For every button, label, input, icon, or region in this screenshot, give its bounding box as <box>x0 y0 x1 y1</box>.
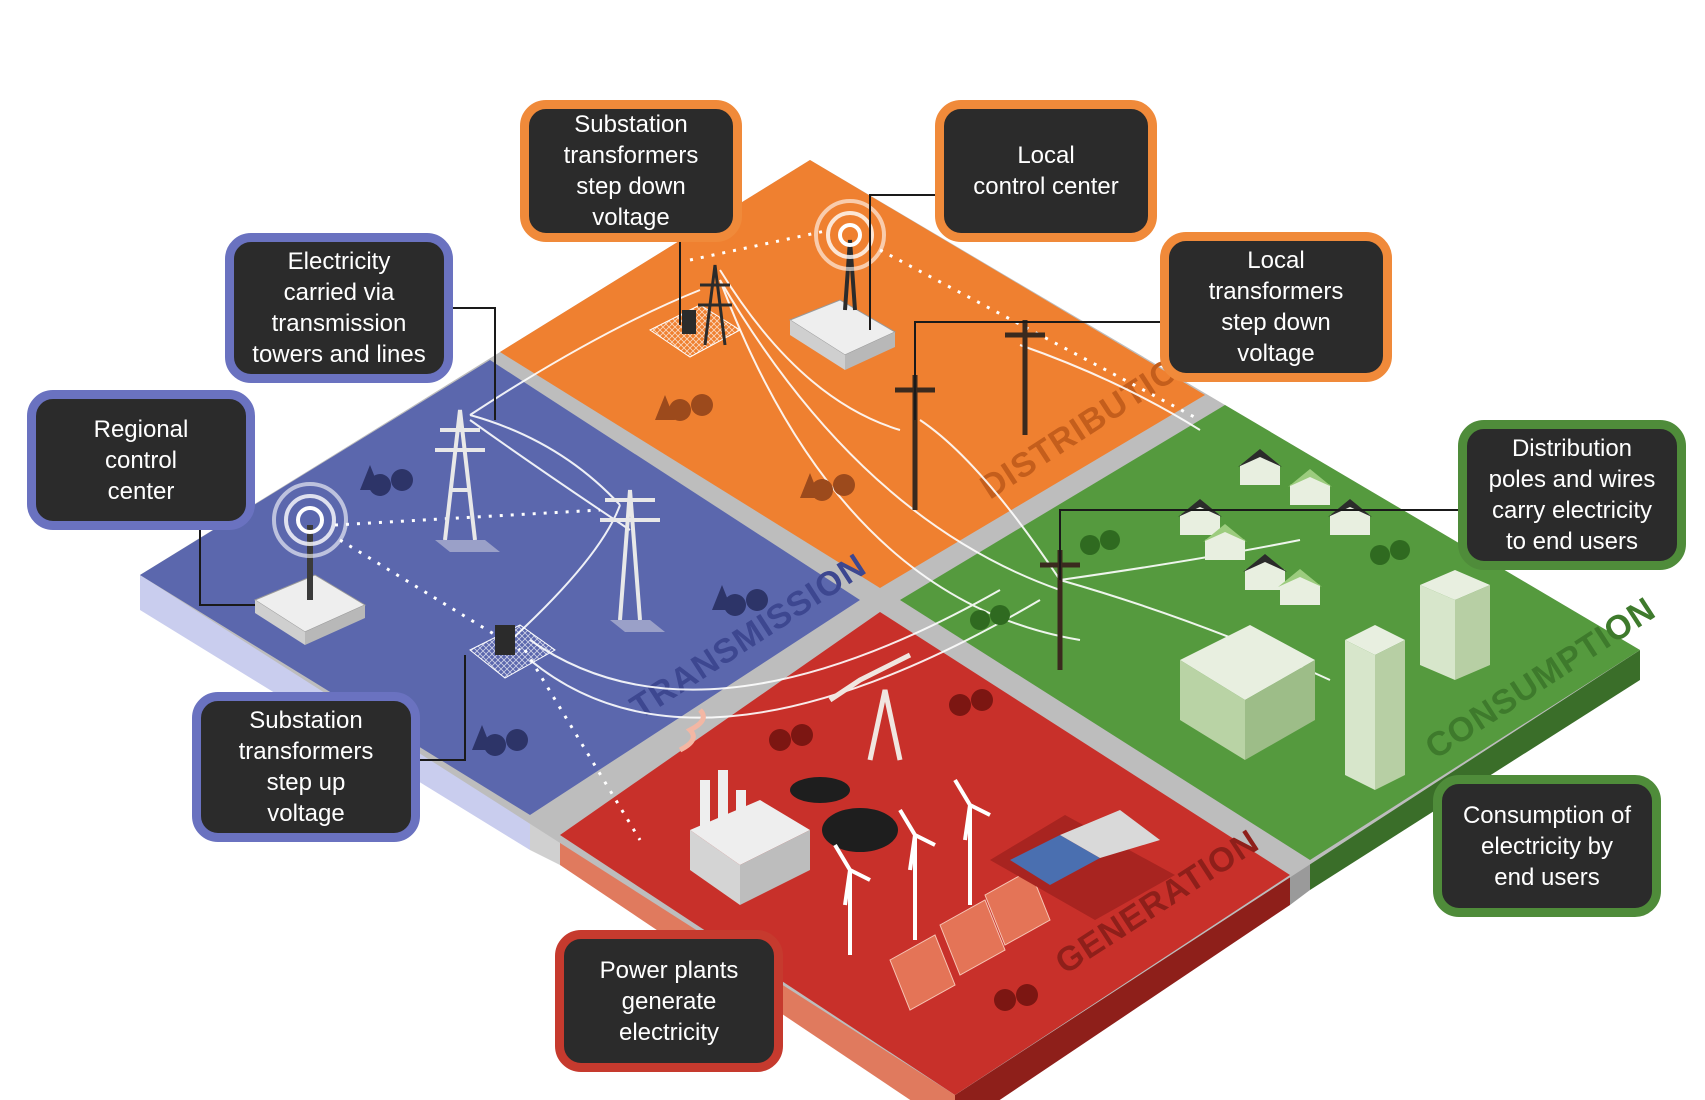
callout-text: Electricity carried via transmission tow… <box>252 248 426 368</box>
callout-local-control-center: Local control center <box>935 100 1157 242</box>
transmission-tower-icon <box>435 409 660 621</box>
tower-base <box>610 620 665 632</box>
callout-consumption-end-users: Consumption of electricity by end users <box>1433 775 1661 917</box>
callout-text: Power plants generate electricity <box>599 956 739 1046</box>
callout-text: Consumption of electricity by end users <box>1462 801 1632 891</box>
zone-generation <box>560 612 1290 1095</box>
control-center-icon <box>788 239 897 370</box>
callout-leader-lines <box>199 194 1460 761</box>
callout-distribution-poles: Distribution poles and wires carry elect… <box>1458 420 1686 570</box>
tower-base <box>435 540 500 552</box>
house-icon <box>1178 449 1372 605</box>
signal-icon <box>814 199 886 271</box>
tree-icon <box>655 394 855 501</box>
tree-icon <box>970 530 1410 630</box>
solar-panel-icon <box>889 869 1051 1011</box>
communication-lines <box>334 228 1201 841</box>
coal-pile-icon <box>790 777 898 852</box>
tree-icon <box>360 465 768 756</box>
callout-text: Substation transformers step down voltag… <box>563 111 699 231</box>
callout-power-plants: Power plants generate electricity <box>555 930 783 1072</box>
oil-pump-icon <box>828 652 912 761</box>
wind-turbine-icon <box>833 778 991 955</box>
callout-text: Substation transformers step up voltage <box>238 707 374 827</box>
callout-text: Local transformers step down voltage <box>1208 247 1344 367</box>
callout-local-transformers: Local transformers step down voltage <box>1160 232 1392 382</box>
substation-icon <box>469 624 556 679</box>
callout-text: Regional control center <box>93 415 189 505</box>
zone-transmission <box>140 360 860 815</box>
callout-text: Local control center <box>973 142 1119 200</box>
factory-icon <box>678 708 810 905</box>
signal-icon <box>272 482 348 558</box>
callout-text: Distribution poles and wires carry elect… <box>1488 435 1656 555</box>
callout-substation-step-down: Substation transformers step down voltag… <box>520 100 742 242</box>
zone-distribution <box>500 160 1205 588</box>
callout-substation-step-up: Substation transformers step up voltage <box>192 692 420 842</box>
control-center-icon <box>253 525 367 645</box>
office-building-icon <box>1345 625 1405 790</box>
office-building-icon <box>1180 625 1315 760</box>
substation-icon <box>649 264 741 358</box>
tree-icon <box>769 689 1038 1011</box>
office-building-icon <box>1420 570 1490 680</box>
zone-consumption <box>900 405 1640 860</box>
dam-icon <box>990 810 1175 920</box>
callout-transmission-lines: Electricity carried via transmission tow… <box>225 233 453 383</box>
callout-regional-control-center: Regional control center <box>27 390 255 530</box>
